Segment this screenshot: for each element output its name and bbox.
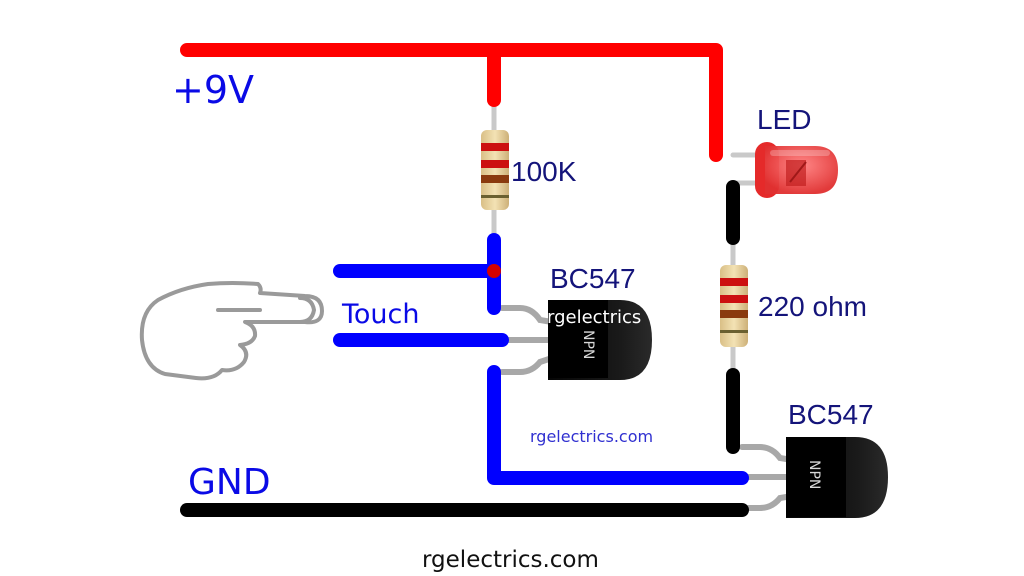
resistor-100k xyxy=(481,130,509,210)
watermark-mid: rgelectrics.com xyxy=(530,427,653,446)
supply-label: +9V xyxy=(172,68,254,112)
transistor-1-label: BC547 xyxy=(550,263,636,294)
transistor-1-type: NPN xyxy=(580,330,596,359)
transistor-1-legs xyxy=(499,305,555,375)
transistor-2-type: NPN xyxy=(806,460,822,489)
transistor-q1 xyxy=(548,300,652,380)
led-icon xyxy=(755,142,838,198)
transistor-2-legs xyxy=(739,444,795,511)
ground-wires xyxy=(180,180,749,517)
transistor-q2 xyxy=(786,437,888,518)
transistor-2-label: BC547 xyxy=(788,399,874,430)
finger-touch-icon xyxy=(139,281,324,381)
junction-dot xyxy=(487,264,501,278)
led-label: LED xyxy=(757,104,811,135)
resistor-220-label: 220 ohm xyxy=(758,291,867,322)
footer-watermark: rgelectrics.com xyxy=(422,547,599,573)
watermark-overlay: rgelectrics xyxy=(547,307,641,328)
touch-label: Touch xyxy=(341,299,420,330)
positive-rail xyxy=(180,43,723,162)
resistor-220-ohm xyxy=(720,265,748,347)
resistor-100k-label: 100K xyxy=(511,156,577,187)
ground-label: GND xyxy=(188,462,271,503)
